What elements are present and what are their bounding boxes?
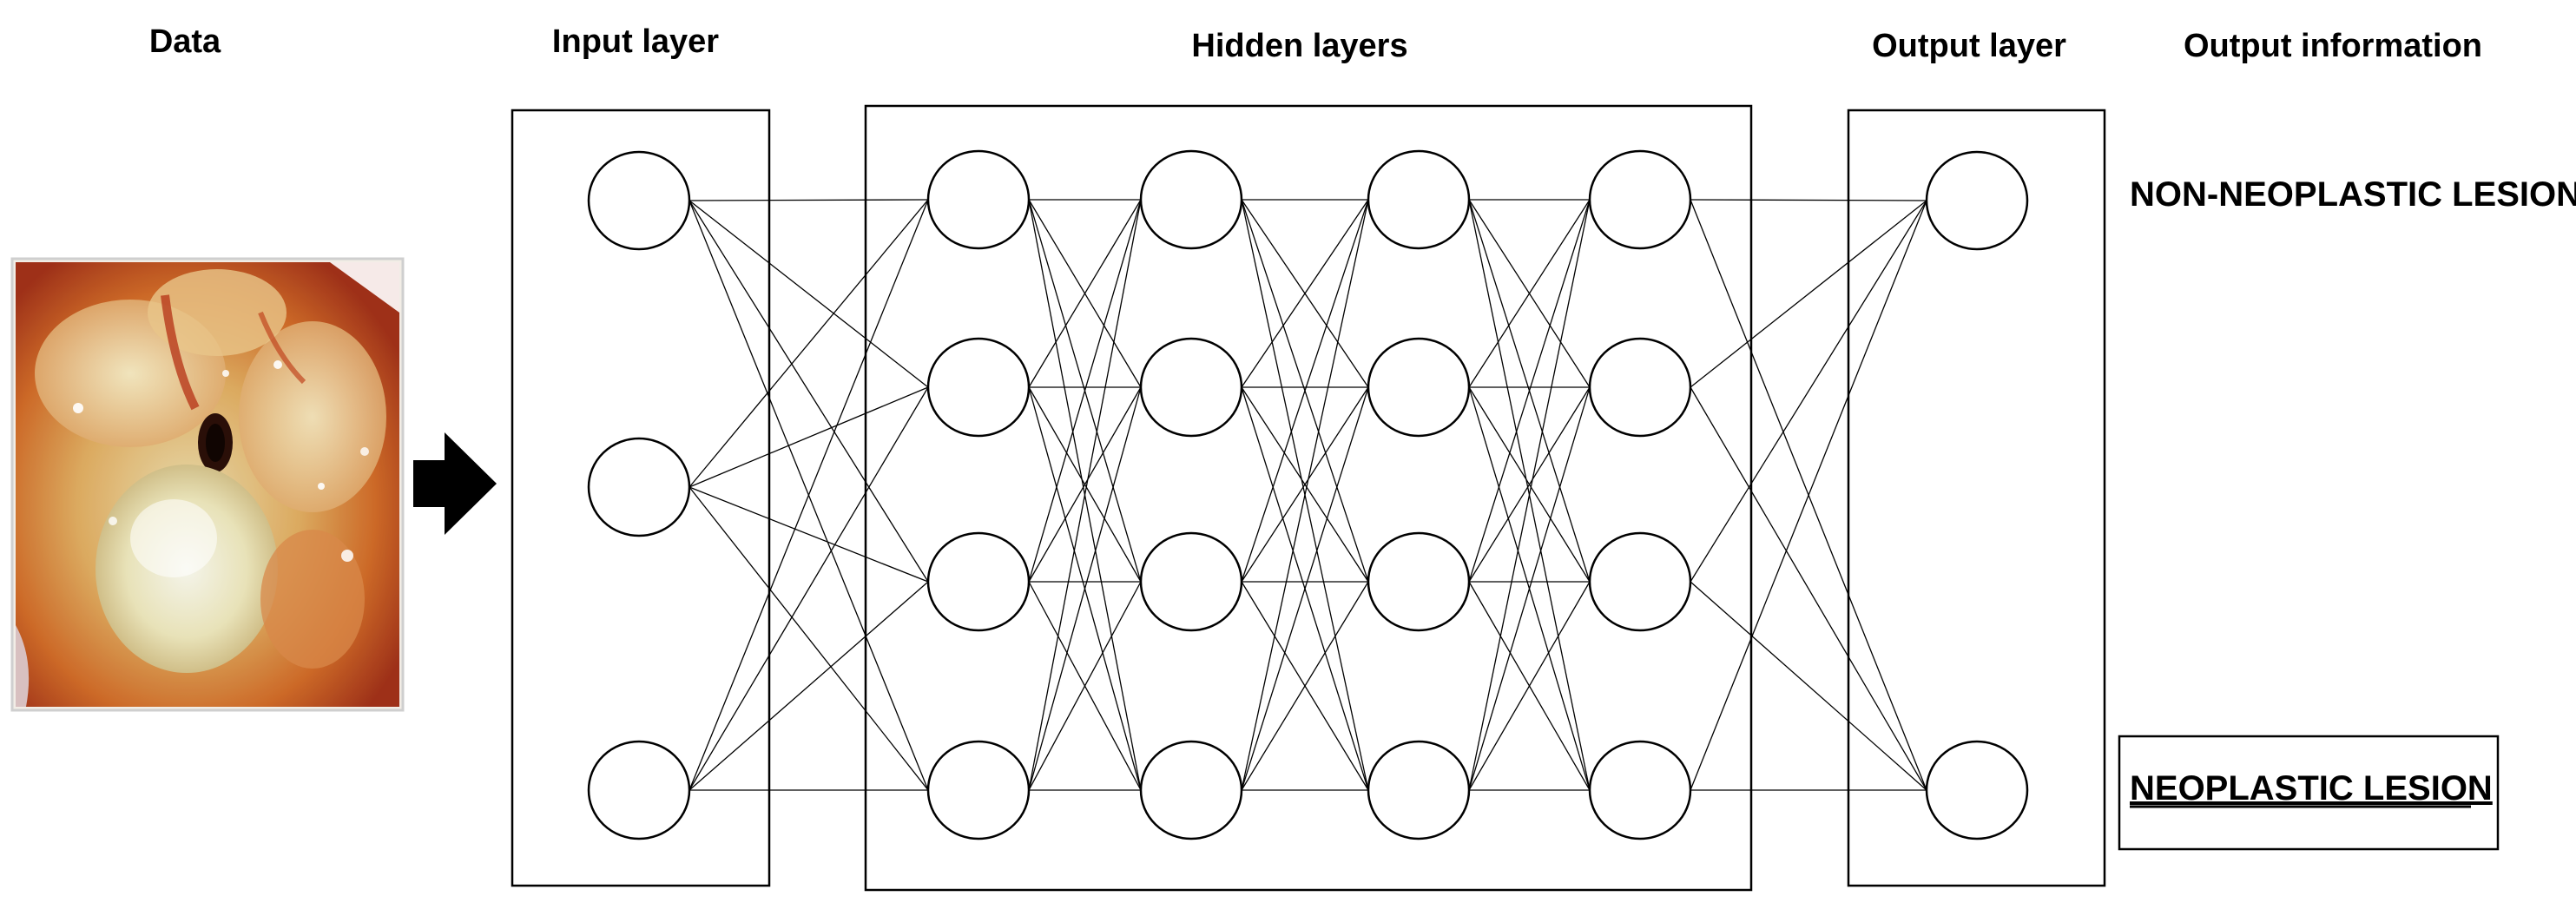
connection-hidden-3-3-to-hidden-4-2 bbox=[1468, 386, 1591, 583]
connection-input-1-to-hidden-1-2 bbox=[688, 200, 929, 388]
connection-hidden-2-3-to-hidden-3-2 bbox=[1241, 386, 1369, 583]
connection-hidden-1-2-to-hidden-2-1 bbox=[1028, 199, 1142, 388]
output-neuron-2 bbox=[1925, 740, 2029, 840]
arrow-right-icon bbox=[413, 432, 497, 535]
input-layer-box bbox=[511, 109, 771, 887]
connection-input-1-to-hidden-1-1 bbox=[688, 199, 929, 201]
hidden-layers-box bbox=[864, 104, 1753, 892]
connection-input-2-to-hidden-1-4 bbox=[688, 486, 929, 791]
hidden-3-neuron-3 bbox=[1367, 531, 1471, 632]
hidden-1-neuron-2 bbox=[926, 337, 1031, 438]
connection-hidden-2-2-to-hidden-3-1 bbox=[1241, 199, 1369, 388]
hidden-3-neuron-1 bbox=[1367, 149, 1471, 250]
hidden-1-neuron-3 bbox=[926, 531, 1031, 632]
connection-hidden-3-3-to-hidden-4-1 bbox=[1468, 199, 1591, 583]
connection-hidden-1-4-to-hidden-2-2 bbox=[1028, 386, 1142, 791]
neurons bbox=[587, 149, 2029, 840]
header-output-information: Output information bbox=[2184, 28, 2482, 64]
connection-input-2-to-hidden-1-3 bbox=[688, 486, 929, 583]
hidden-2-neuron-3 bbox=[1139, 531, 1243, 632]
hidden-1-neuron-1 bbox=[926, 149, 1031, 250]
header-output-layer: Output layer bbox=[1872, 28, 2066, 64]
input-neuron-3 bbox=[587, 740, 691, 840]
connection-hidden-3-4-to-hidden-4-1 bbox=[1468, 199, 1591, 791]
connection-hidden-2-4-to-hidden-3-2 bbox=[1241, 386, 1369, 791]
connection-input-3-to-hidden-1-1 bbox=[688, 199, 929, 791]
hidden-2-neuron-1 bbox=[1139, 149, 1243, 250]
connection-input-2-to-hidden-1-2 bbox=[688, 386, 929, 488]
header-hidden-layers: Hidden layers bbox=[1191, 28, 1407, 64]
neoplastic-highlight-box bbox=[2118, 735, 2500, 851]
input-neuron-2 bbox=[587, 437, 691, 537]
connection-hidden-2-4-to-hidden-3-3 bbox=[1241, 581, 1369, 791]
connection-hidden-1-4-to-hidden-2-3 bbox=[1028, 581, 1142, 791]
connection-hidden-3-4-to-hidden-4-2 bbox=[1468, 386, 1591, 791]
header-input-layer: Input layer bbox=[552, 23, 719, 60]
hidden-4-neuron-1 bbox=[1588, 149, 1692, 250]
connection-hidden-3-4-to-hidden-4-3 bbox=[1468, 581, 1591, 791]
connection-hidden-4-3-to-output-1 bbox=[1690, 200, 1927, 583]
connection-input-2-to-hidden-1-1 bbox=[688, 199, 929, 488]
header-data: Data bbox=[149, 23, 221, 60]
connection-hidden-4-3-to-output-2 bbox=[1690, 581, 1927, 791]
connection-hidden-1-4-to-hidden-2-1 bbox=[1028, 199, 1142, 791]
hidden-4-neuron-3 bbox=[1588, 531, 1692, 632]
hidden-4-neuron-4 bbox=[1588, 740, 1692, 840]
connection-hidden-2-3-to-hidden-3-1 bbox=[1241, 199, 1369, 583]
connection-hidden-2-4-to-hidden-3-1 bbox=[1241, 199, 1369, 791]
connection-hidden-4-4-to-output-1 bbox=[1690, 200, 1927, 791]
output-neuron-1 bbox=[1925, 150, 2029, 251]
connection-input-3-to-hidden-1-2 bbox=[688, 386, 929, 791]
connection-hidden-1-3-to-hidden-2-1 bbox=[1028, 199, 1142, 583]
connection-hidden-1-3-to-hidden-2-2 bbox=[1028, 386, 1142, 583]
input-neuron-1 bbox=[587, 150, 691, 251]
connection-hidden-4-2-to-output-2 bbox=[1690, 386, 1927, 791]
output-label-non-neoplastic: NON-NEOPLASTIC LESION bbox=[2130, 175, 2576, 214]
endoscopy-image bbox=[10, 257, 405, 712]
connections bbox=[688, 199, 1927, 791]
connection-hidden-4-2-to-output-1 bbox=[1690, 200, 1927, 388]
connection-hidden-3-2-to-hidden-4-1 bbox=[1468, 199, 1591, 388]
hidden-4-neuron-2 bbox=[1588, 337, 1692, 438]
output-layer-box bbox=[1847, 109, 2106, 887]
hidden-2-neuron-2 bbox=[1139, 337, 1243, 438]
hidden-3-neuron-4 bbox=[1367, 740, 1471, 840]
hidden-3-neuron-2 bbox=[1367, 337, 1471, 438]
output-label-neoplastic: NEOPLASTIC LESION bbox=[2130, 769, 2493, 807]
connection-hidden-4-1-to-output-1 bbox=[1690, 199, 1927, 201]
connection-input-1-to-hidden-1-3 bbox=[688, 200, 929, 583]
hidden-2-neuron-4 bbox=[1139, 740, 1243, 840]
hidden-1-neuron-4 bbox=[926, 740, 1031, 840]
connection-input-3-to-hidden-1-3 bbox=[688, 581, 929, 791]
